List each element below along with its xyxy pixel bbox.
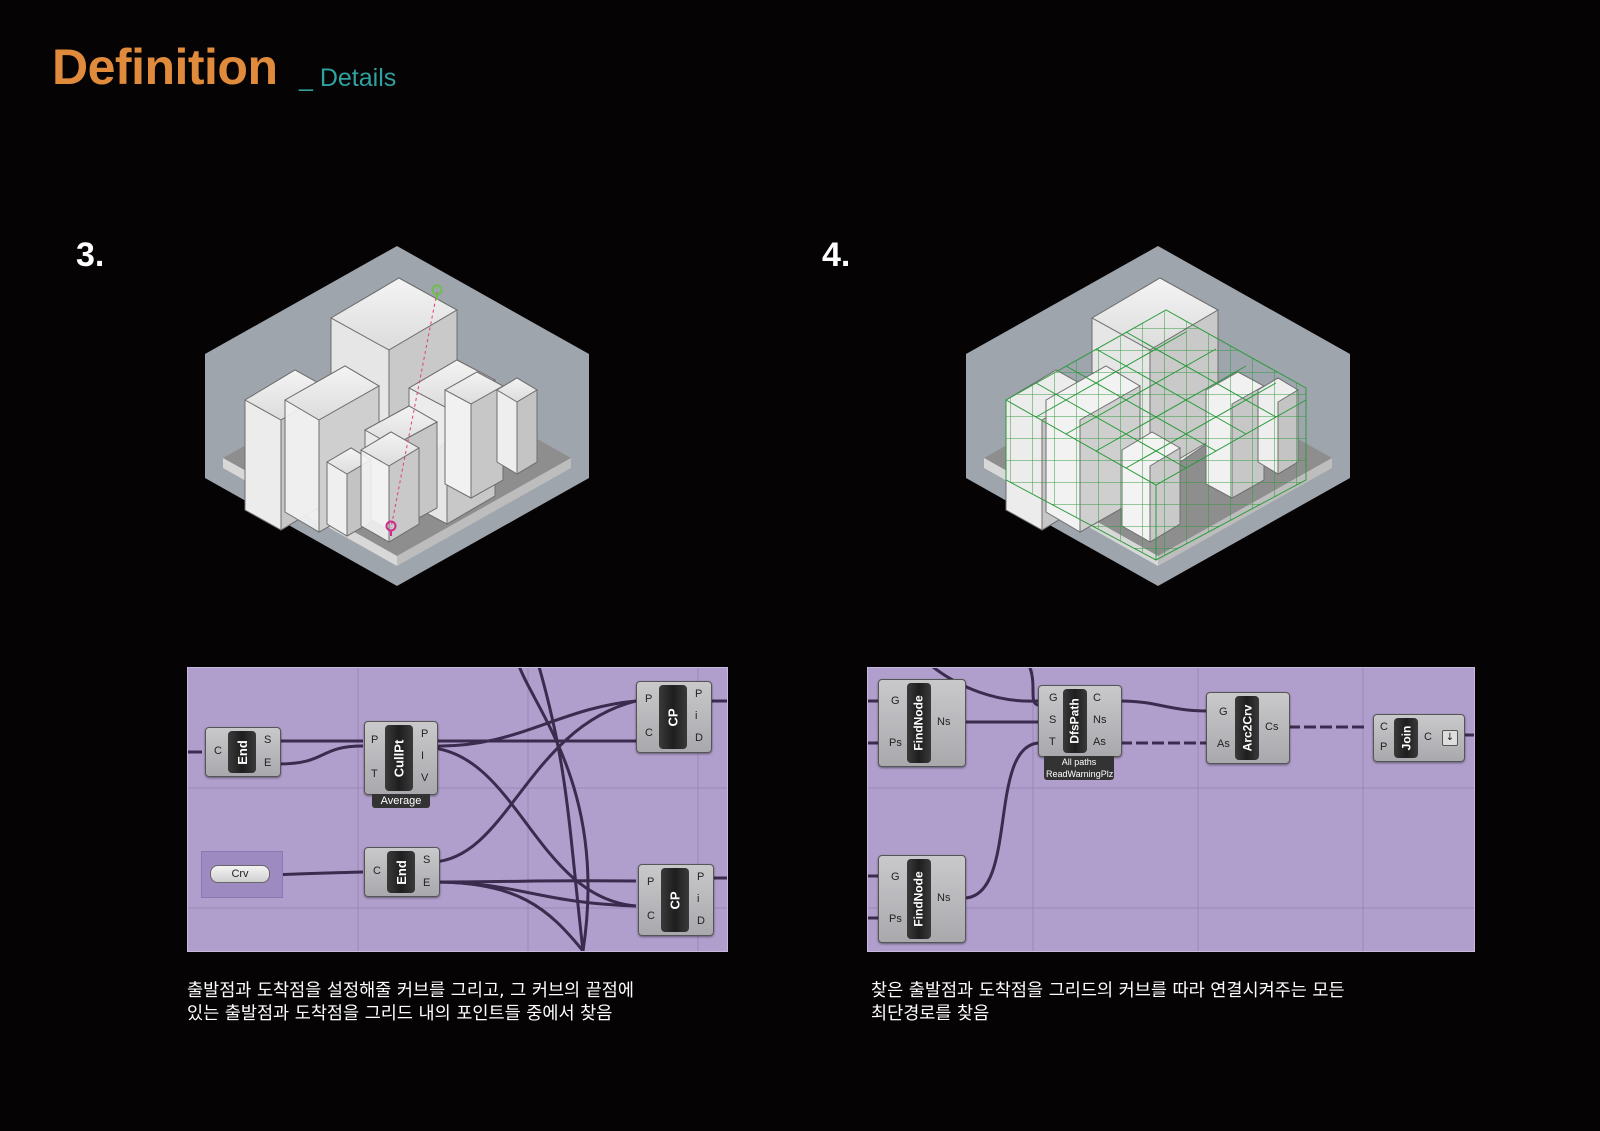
dfspath-node[interactable]: G S T DfsPath C Ns As bbox=[1038, 685, 1122, 757]
start-marker bbox=[431, 284, 443, 300]
end-marker bbox=[385, 520, 397, 536]
step-3-number: 3. bbox=[76, 236, 105, 274]
end-node-1-label: End bbox=[234, 739, 250, 765]
step-3-isometric-model bbox=[205, 246, 589, 586]
cp-node-2-output-p[interactable]: P bbox=[697, 871, 705, 883]
join-label: Join bbox=[1399, 725, 1414, 751]
crv-param[interactable]: Crv bbox=[210, 865, 270, 883]
findnode-2-input-ps[interactable]: Ps bbox=[889, 913, 902, 925]
end-node-2-label: End bbox=[393, 859, 409, 885]
cp-node-1-output-p[interactable]: P bbox=[695, 688, 703, 700]
step-4-number: 4. bbox=[822, 236, 851, 274]
arc2crv-input-as[interactable]: As bbox=[1217, 738, 1230, 750]
cp-node-2[interactable]: P C CP P i D bbox=[638, 864, 714, 936]
findnode-1-output-ns[interactable]: Ns bbox=[937, 716, 951, 728]
dfspath-status-tag: All paths ReadWarningPlz bbox=[1044, 756, 1114, 780]
end-node-2-output-e[interactable]: E bbox=[423, 877, 431, 889]
arc2crv-input-g[interactable]: G bbox=[1219, 706, 1228, 718]
cp-node-1-output-i[interactable]: i bbox=[695, 710, 698, 722]
cp-node-2-input-c[interactable]: C bbox=[647, 910, 655, 922]
join-input-c[interactable]: C bbox=[1380, 721, 1388, 733]
cp-node-1-input-c[interactable]: C bbox=[645, 727, 653, 739]
cullpt-mode-tag: Average bbox=[372, 794, 430, 808]
findnode-1-input-g[interactable]: G bbox=[891, 695, 900, 707]
findnode-node-1[interactable]: G Ps FindNode Ns bbox=[878, 679, 966, 767]
end-node-1-core: End bbox=[228, 731, 256, 773]
cullpt-input-p[interactable]: P bbox=[371, 734, 379, 746]
end-node-2[interactable]: C End S E bbox=[364, 847, 440, 897]
end-node-1-output-s[interactable]: S bbox=[264, 734, 272, 746]
cp-node-2-label: CP bbox=[667, 890, 683, 910]
join-core: Join bbox=[1394, 718, 1418, 758]
dfspath-tag-line-1: All paths bbox=[1061, 757, 1097, 767]
arc2crv-core: Arc2Crv bbox=[1235, 696, 1259, 760]
step-3-caption-line-2: 있는 출발점과 도착점을 그리드 내의 포인트들 중에서 찾음 bbox=[187, 1004, 613, 1024]
path-grid bbox=[1005, 309, 1307, 561]
cp-node-2-core: CP bbox=[661, 868, 689, 932]
dfspath-input-s[interactable]: S bbox=[1049, 714, 1057, 726]
step-4-definition-canvas[interactable]: G Ps FindNode Ns G S T DfsPath C Ns As A… bbox=[867, 667, 1475, 952]
dfspath-output-ns[interactable]: Ns bbox=[1093, 714, 1107, 726]
findnode-1-label: FindNode bbox=[912, 695, 927, 751]
cullpt-input-t[interactable]: T bbox=[371, 768, 378, 780]
cp-node-1-label: CP bbox=[665, 707, 681, 727]
end-node-2-input-c[interactable]: C bbox=[373, 865, 381, 877]
page-title: Definition bbox=[52, 39, 278, 95]
cullpt-core: CullPt bbox=[385, 725, 413, 791]
step-4-caption-line-2: 최단경로를 찾음 bbox=[871, 1004, 990, 1024]
cullpt-output-i[interactable]: I bbox=[421, 750, 425, 762]
findnode-2-core: FindNode bbox=[907, 859, 931, 939]
step-3-definition-canvas[interactable]: C End S E P T CullPt P I V Average P C C… bbox=[187, 667, 728, 952]
cp-node-2-input-p[interactable]: P bbox=[647, 876, 655, 888]
cp-node-1-core: CP bbox=[659, 685, 687, 749]
cullpt-output-v[interactable]: V bbox=[421, 772, 429, 784]
findnode-2-input-g[interactable]: G bbox=[891, 871, 900, 883]
step-4-wires bbox=[868, 668, 1474, 951]
arrow-down-icon[interactable]: ↓ bbox=[1442, 730, 1458, 746]
end-node-2-core: End bbox=[387, 851, 415, 893]
end-node-1-output-e[interactable]: E bbox=[264, 757, 272, 769]
page-subtitle: _ Details bbox=[299, 64, 397, 92]
cullpt-label: CullPt bbox=[391, 739, 407, 777]
end-node-1[interactable]: C End S E bbox=[205, 727, 281, 777]
findnode-2-label: FindNode bbox=[912, 871, 927, 927]
step-3-caption-line-1: 출발점과 도착점을 설정해줄 커브를 그리고, 그 커브의 끝점에 bbox=[187, 981, 635, 1001]
dfspath-output-as[interactable]: As bbox=[1093, 736, 1106, 748]
cp-node-1[interactable]: P C CP P i D bbox=[636, 681, 712, 753]
dfspath-label: DfsPath bbox=[1068, 698, 1082, 744]
arc2crv-output-cs[interactable]: Cs bbox=[1265, 721, 1279, 733]
end-node-2-output-s[interactable]: S bbox=[423, 854, 431, 866]
dfspath-core: DfsPath bbox=[1063, 689, 1087, 753]
findnode-1-input-ps[interactable]: Ps bbox=[889, 737, 902, 749]
join-output-c[interactable]: C bbox=[1424, 731, 1432, 743]
arc2crv-label: Arc2Crv bbox=[1240, 704, 1255, 752]
findnode-1-core: FindNode bbox=[907, 683, 931, 763]
cullpt-node[interactable]: P T CullPt P I V bbox=[364, 721, 438, 795]
cp-node-1-input-p[interactable]: P bbox=[645, 693, 653, 705]
step-4-caption-line-1: 찾은 출발점과 도착점을 그리드의 커브를 따라 연결시켜주는 모든 bbox=[871, 981, 1345, 1001]
dfspath-input-t[interactable]: T bbox=[1049, 736, 1056, 748]
findnode-2-output-ns[interactable]: Ns bbox=[937, 892, 951, 904]
cp-node-1-output-d[interactable]: D bbox=[695, 732, 703, 744]
arc2crv-node[interactable]: G As Arc2Crv Cs bbox=[1206, 692, 1290, 764]
cp-node-2-output-d[interactable]: D bbox=[697, 915, 705, 927]
end-node-1-input-c[interactable]: C bbox=[214, 745, 222, 757]
dfspath-output-c[interactable]: C bbox=[1093, 692, 1101, 704]
dfspath-input-g[interactable]: G bbox=[1049, 692, 1058, 704]
cullpt-output-p[interactable]: P bbox=[421, 728, 429, 740]
dfspath-tag-line-2: ReadWarningPlz bbox=[1046, 769, 1114, 779]
step-4-isometric-model bbox=[966, 246, 1350, 586]
cp-node-2-output-i[interactable]: i bbox=[697, 893, 700, 905]
findnode-node-2[interactable]: G Ps FindNode Ns bbox=[878, 855, 966, 943]
join-node[interactable]: C P Join C ↓ bbox=[1373, 714, 1465, 762]
join-input-p[interactable]: P bbox=[1380, 741, 1388, 753]
